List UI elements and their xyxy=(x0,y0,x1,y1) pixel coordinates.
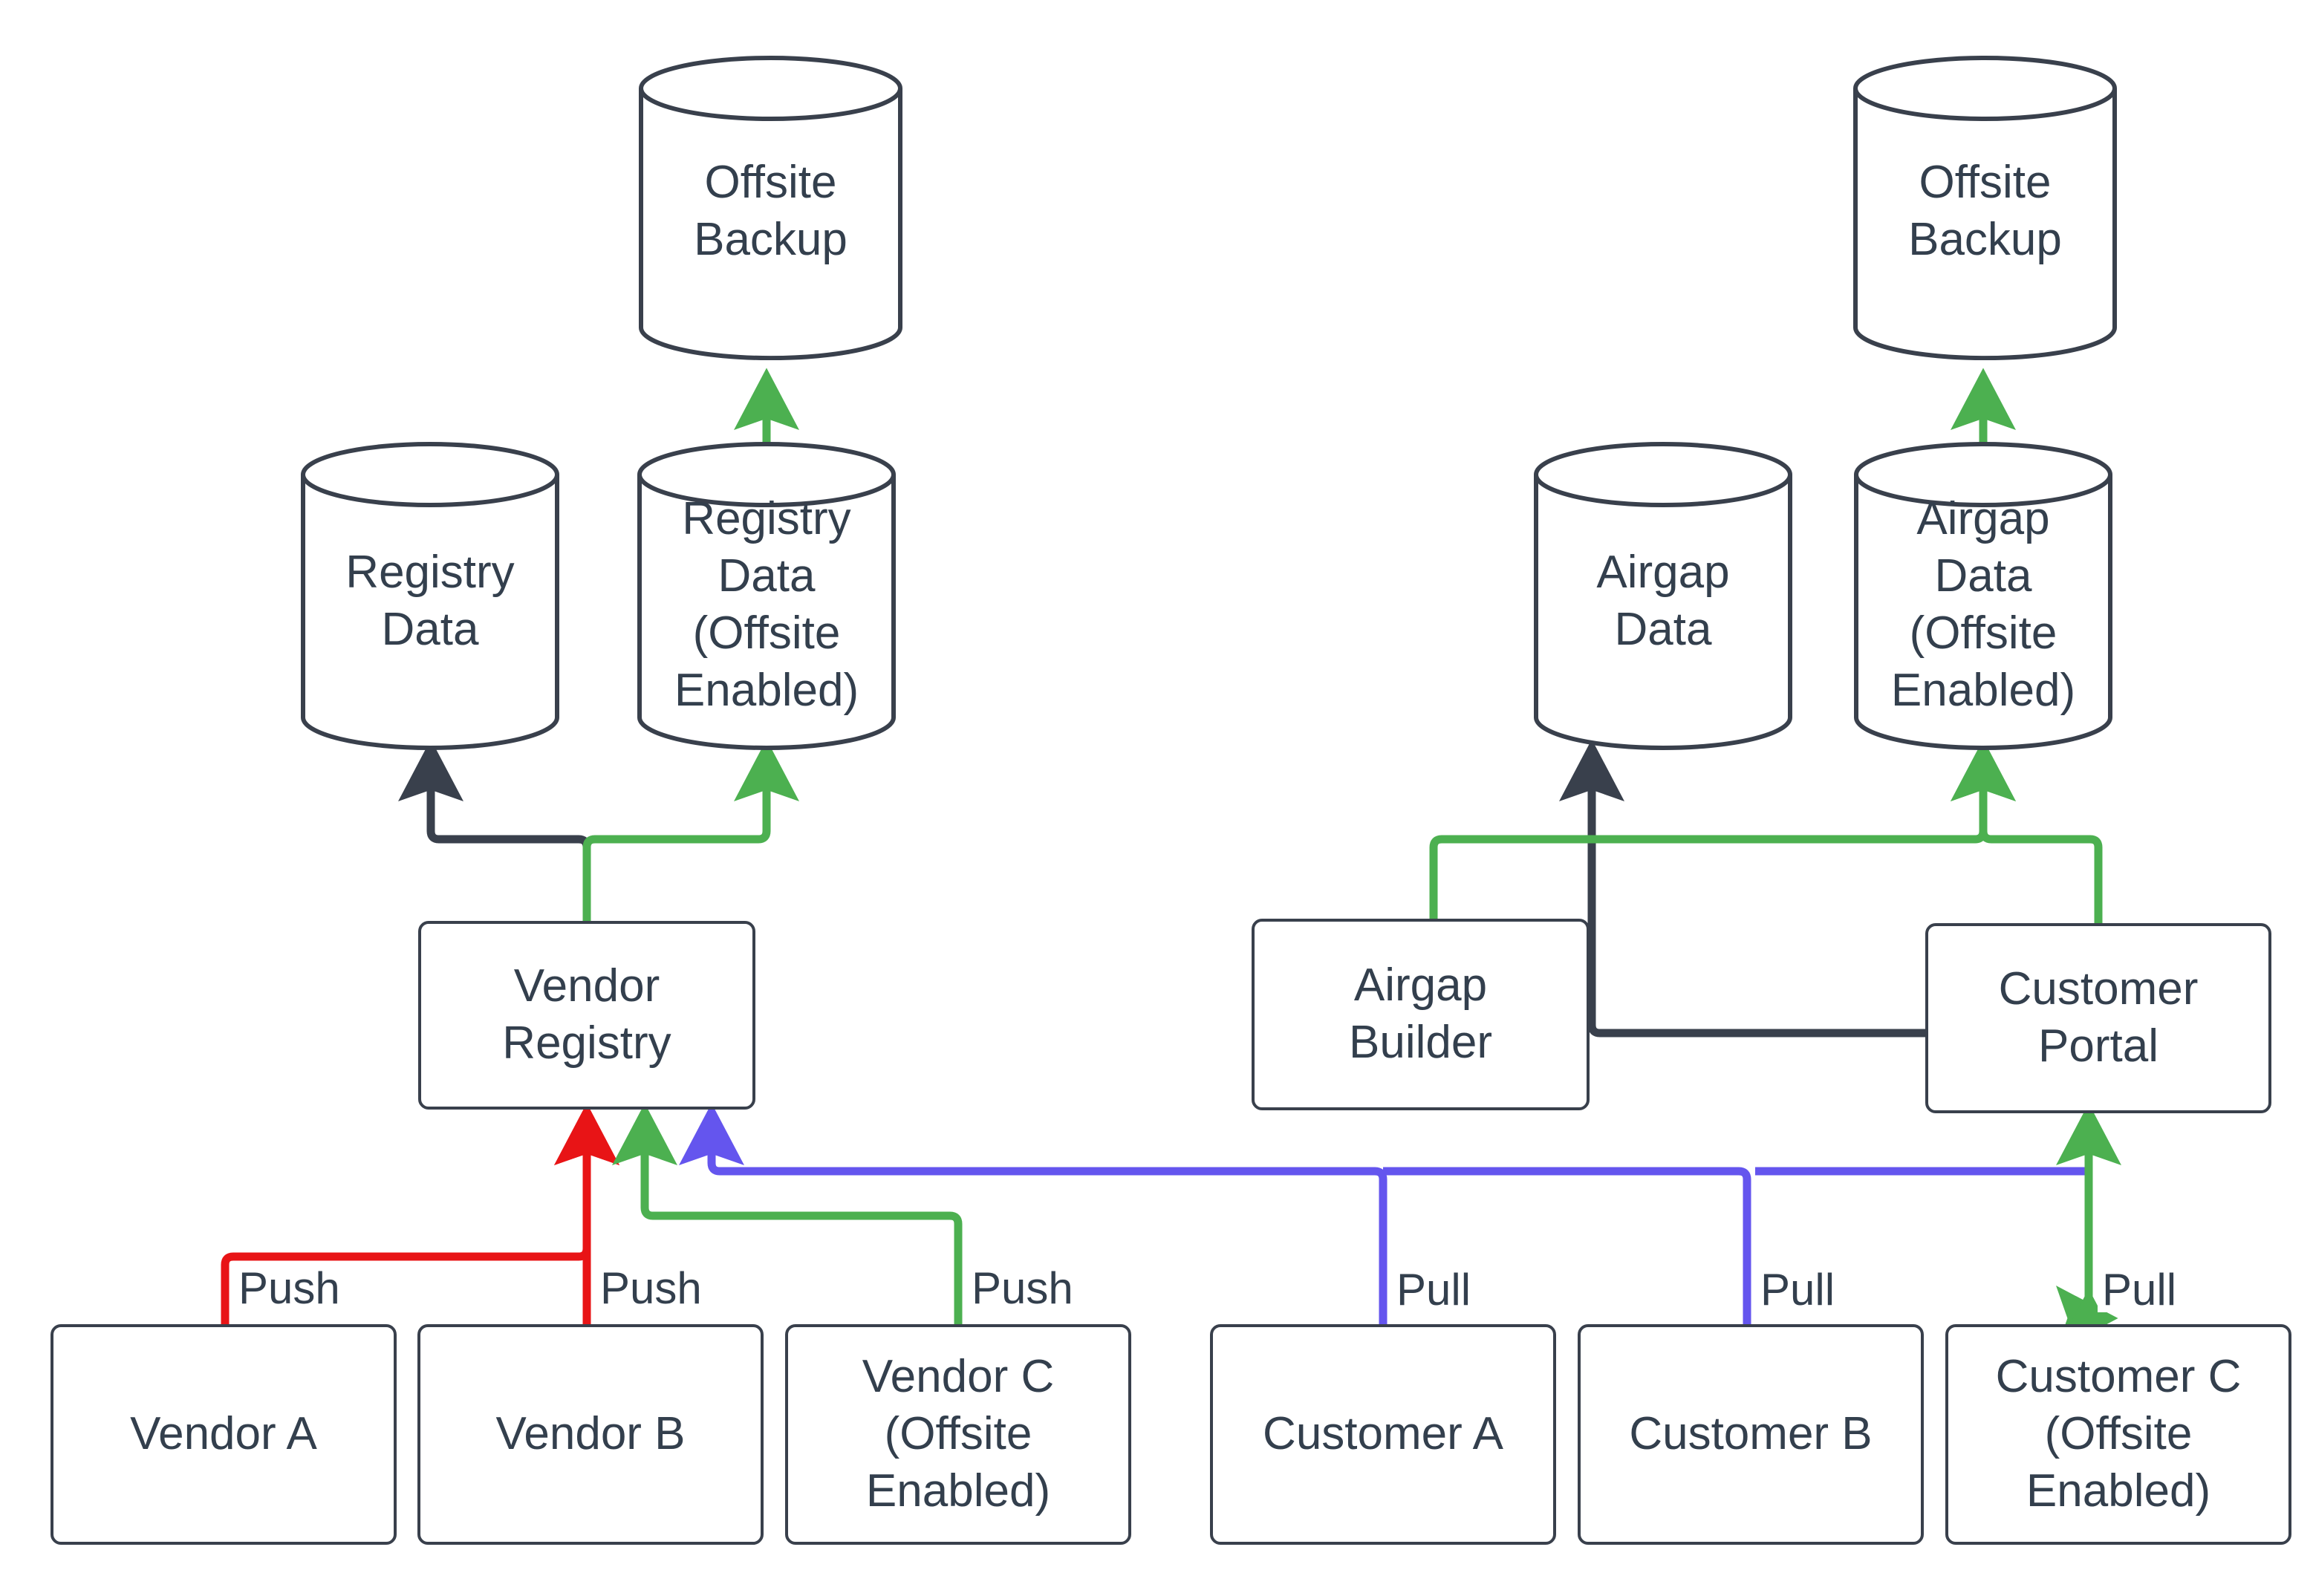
node-label-line: Vendor A xyxy=(130,1408,317,1460)
node-vendor-c[interactable]: Vendor C (Offsite Enabled) xyxy=(785,1324,1131,1545)
node-label-line: Vendor xyxy=(513,960,660,1012)
db-airgap-data-offsite[interactable]: Airgap Data (Offsite Enabled) xyxy=(1854,442,2112,750)
node-label-line: Builder xyxy=(1349,1017,1492,1068)
edge-label-pull-customer-c: Pull xyxy=(2098,1268,2182,1312)
edge-label-push-vendor-a: Push xyxy=(234,1266,345,1311)
node-label-line: Customer B xyxy=(1629,1408,1873,1460)
node-label-line: Vendor B xyxy=(495,1408,686,1460)
node-label-line: Customer A xyxy=(1263,1408,1503,1460)
cylinder-shape xyxy=(1854,442,2112,750)
node-label-line: Customer C xyxy=(1995,1351,2242,1403)
db-airgap-data[interactable]: Airgap Data xyxy=(1534,442,1792,750)
edge-vendor-registry-to-registry-data-offsite xyxy=(582,739,799,921)
node-label-line: Enabled) xyxy=(2026,1465,2211,1517)
cylinder-shape xyxy=(637,442,896,750)
node-vendor-a[interactable]: Vendor A xyxy=(51,1324,397,1545)
node-label-line: Portal xyxy=(2038,1020,2159,1072)
node-vendor-b[interactable]: Vendor B xyxy=(417,1324,764,1545)
node-label-line: Customer xyxy=(1998,963,2199,1015)
node-vendor-registry[interactable]: Vendor Registry xyxy=(418,921,755,1110)
edge-customer-a-pull xyxy=(679,1103,1388,1324)
cylinder-shape xyxy=(639,56,902,360)
node-label-line: (Offsite xyxy=(884,1408,1032,1460)
db-offsite-backup-right[interactable]: Offsite Backup xyxy=(1853,56,2117,360)
cylinder-shape xyxy=(1534,442,1792,750)
node-customer-a[interactable]: Customer A xyxy=(1210,1324,1556,1545)
edge-label-pull-customer-a: Pull xyxy=(1392,1268,1476,1312)
edge-customer-b-pull xyxy=(1383,1167,1751,1324)
cylinder-shape xyxy=(301,442,559,750)
node-label-line: (Offsite xyxy=(2044,1408,2193,1460)
node-customer-b[interactable]: Customer B xyxy=(1578,1324,1924,1545)
edge-customer-portal-to-airgap-offsite xyxy=(1951,739,2103,923)
edge-label-push-vendor-c: Push xyxy=(967,1266,1078,1311)
node-label-line: Registry xyxy=(502,1017,671,1069)
node-label-line: Vendor C xyxy=(862,1351,1055,1403)
node-customer-portal[interactable]: Customer Portal xyxy=(1925,923,2271,1113)
db-offsite-backup-left[interactable]: Offsite Backup xyxy=(639,56,902,360)
edge-customer-portal-to-airgap-data xyxy=(1559,739,1925,1038)
node-customer-c[interactable]: Customer C (Offsite Enabled) xyxy=(1945,1324,2291,1545)
edge-label-push-vendor-b: Push xyxy=(596,1266,706,1311)
node-label-line: Airgap xyxy=(1353,960,1488,1012)
node-label-line: Enabled) xyxy=(865,1465,1051,1517)
edge-vendor-c-push xyxy=(612,1103,963,1324)
edge-label-pull-customer-b: Pull xyxy=(1756,1268,1840,1312)
db-registry-data-offsite[interactable]: Registry Data (Offsite Enabled) xyxy=(637,442,896,750)
cylinder-shape xyxy=(1853,56,2117,360)
node-airgap-builder[interactable]: Airgap Builder xyxy=(1252,919,1590,1110)
db-registry-data[interactable]: Registry Data xyxy=(301,442,559,750)
